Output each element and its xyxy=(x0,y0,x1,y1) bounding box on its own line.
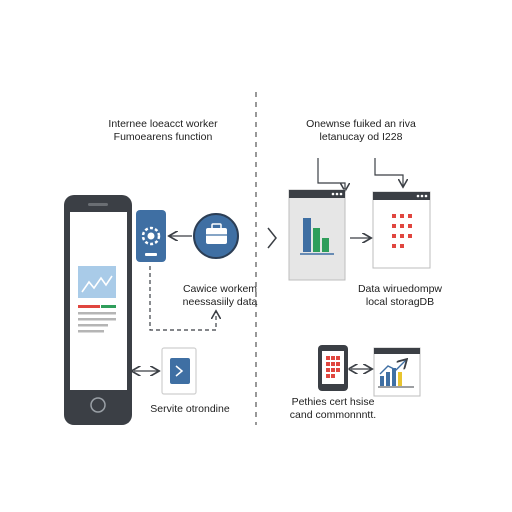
left-mid-caption: Cawice workem neessasiily data xyxy=(180,283,260,309)
title-bracket-left-arrow xyxy=(317,158,345,190)
left-bottom-caption: Servite otrondine xyxy=(140,403,240,416)
right-title: Onewnse fuiked an riva letanucay od I228 xyxy=(300,118,422,144)
right-bottom-caption-line-1: Pethies cert hsise xyxy=(291,396,375,408)
gear-service-icon xyxy=(136,210,166,262)
right-bottom-caption-line-2: cand commonnntt. xyxy=(289,409,377,421)
right-mid-caption-line-1: Data wiruedompw xyxy=(357,283,443,295)
smartphone-icon xyxy=(64,195,132,425)
chevron-right-icon xyxy=(267,227,277,249)
left-title-line-1: Internee loeacct worker xyxy=(108,118,218,130)
mini-phone-icon xyxy=(318,345,348,391)
left-mid-caption-line-2: neessasiily data xyxy=(182,296,258,308)
briefcase-icon xyxy=(193,213,239,259)
service-card-icon xyxy=(161,347,197,395)
left-title-line-2: Fumoearens function xyxy=(113,131,213,143)
title-bracket-right-arrow xyxy=(374,158,403,186)
left-bottom-caption-line: Servite otrondine xyxy=(150,403,230,415)
left-mid-caption-line-1: Cawice workem xyxy=(182,283,258,295)
right-mid-caption: Data wiruedompw local storagDB xyxy=(345,283,455,309)
left-title: Internee loeacct worker Fumoearens funct… xyxy=(108,118,218,144)
line-chart-window-icon xyxy=(373,347,421,397)
bar-chart-window-icon xyxy=(288,189,346,281)
right-title-line-1: Onewnse fuiked an riva xyxy=(306,118,416,130)
grid-window-icon xyxy=(372,191,431,269)
dashed-connector xyxy=(149,266,216,331)
right-bottom-caption: Pethies cert hsise cand commonnntt. xyxy=(278,396,388,422)
right-mid-caption-line-2: local storagDB xyxy=(365,296,435,308)
right-title-line-2: letanucay od I228 xyxy=(319,131,403,143)
